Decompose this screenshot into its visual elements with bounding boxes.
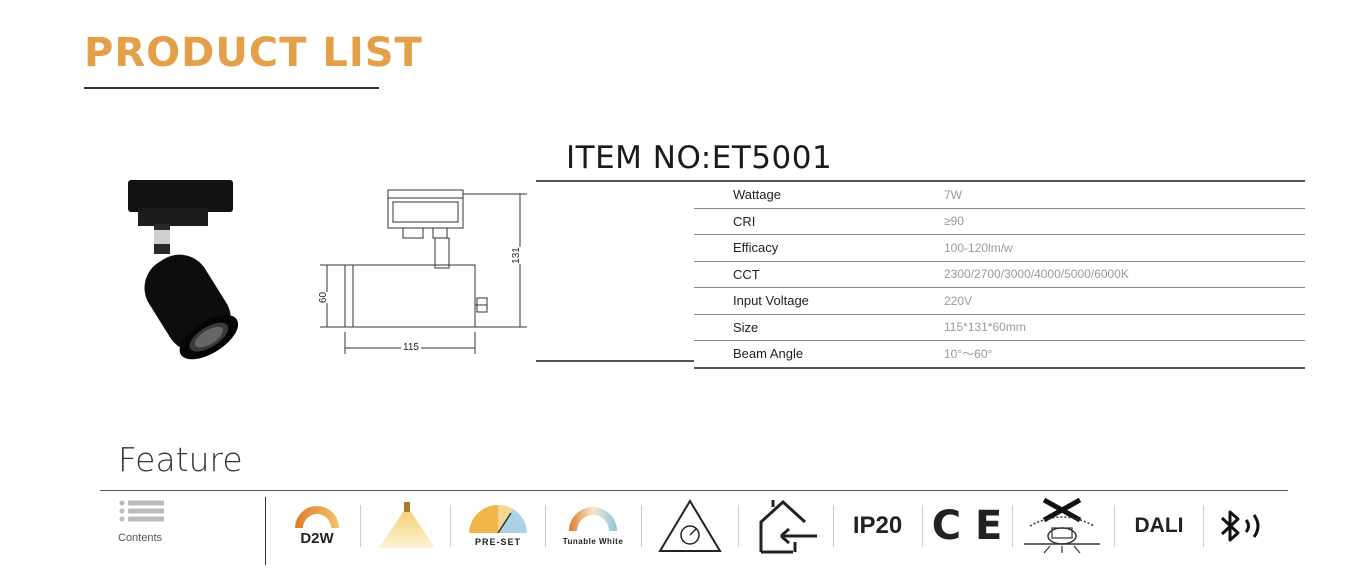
spec-row: CRI ≥90 [694,209,1305,235]
dimmer-feature [650,497,730,555]
spec-value: ≥90 [944,214,964,229]
spec-value: 7W [944,187,962,202]
spec-table-top-rule [536,180,1305,182]
spec-label: Input Voltage [733,293,809,309]
item-number: ITEM NO:ET5001 [566,140,833,176]
feature-separator [1012,505,1013,547]
spec-row: Size 115*131*60mm [694,315,1305,341]
spec-row: Wattage 7W [694,182,1305,209]
ip20-feature: IP20 [840,497,915,555]
d2w-icon [295,505,339,528]
spec-value: 2300/2700/3000/4000/5000/6000K [944,267,1129,282]
tunable-white-icon [569,506,617,531]
feature-separator [1114,505,1115,547]
product-photo [128,180,239,360]
d2w-label: D2W [300,529,334,547]
bluetooth-icon [1220,510,1260,542]
spec-table: Wattage 7W CRI ≥90 Efficacy 100-120lm/w CCT… [694,182,1305,369]
pre-set-feature: PRE-SET [462,497,534,555]
spec-row: Input Voltage 220V [694,288,1305,315]
lamp-feature [372,497,442,555]
spec-label: Beam Angle [733,346,804,362]
ce-feature: C E [930,497,1004,555]
page-title: PRODUCT LIST [84,30,423,76]
pre-set-icon [469,505,527,534]
d2w-feature: D2W [282,497,352,555]
feature-title: Feature [118,440,243,479]
contents-label: Contents [118,532,163,544]
width-dimension: 115 [401,342,421,353]
feature-separator [833,505,834,547]
feature-separator [545,505,546,547]
spec-table-bottom-rule [536,360,694,362]
dimmer-triangle-icon [658,499,722,552]
feature-separator [922,505,923,547]
title-underline [84,87,379,89]
lamp-icon [379,502,435,548]
home-feature [748,497,824,555]
feature-rule [100,490,1288,491]
feature-separator [641,505,642,547]
ip20-label: IP20 [852,512,903,539]
bluetooth-feature [1210,497,1276,555]
feature-divider [265,497,266,565]
height-dimension: 131 [510,247,522,264]
feature-separator [1203,505,1204,547]
dimension-drawing [320,189,527,354]
feature-separator [738,505,739,547]
diameter-dimension: 60 [318,291,330,304]
ce-label: C E [931,503,1003,549]
feature-separator [450,505,451,547]
no-cover-feature [1018,497,1106,555]
spec-label: Efficacy [733,240,779,256]
feature-separator [360,505,361,547]
spec-value: 115*131*60mm [944,320,1026,335]
spec-row: Efficacy 100-120lm/w [694,235,1305,262]
spec-label: CRI [733,213,756,229]
tunable-white-feature: Tunable White [553,497,633,555]
pre-set-label: PRE-SET [474,537,521,547]
list-icon [119,500,164,522]
spec-value: 220V [944,293,973,308]
spec-row: CCT 2300/2700/3000/4000/5000/6000K [694,262,1305,288]
spec-label: CCT [733,266,760,282]
no-insulation-cover-icon [1024,498,1100,554]
home-return-icon [759,499,817,554]
dali-feature: DALI [1122,497,1196,555]
dali-label: DALI [1134,514,1184,537]
spec-row: Beam Angle 10°～60° [694,341,1305,369]
contents-legend: Contents [118,499,178,544]
spec-label: Wattage [733,187,781,203]
spec-label: Size [733,319,759,335]
tunable-white-label: Tunable White [562,536,624,546]
spec-value: 100-120lm/w [944,240,1013,255]
spec-value: 10°～60° [944,347,993,362]
